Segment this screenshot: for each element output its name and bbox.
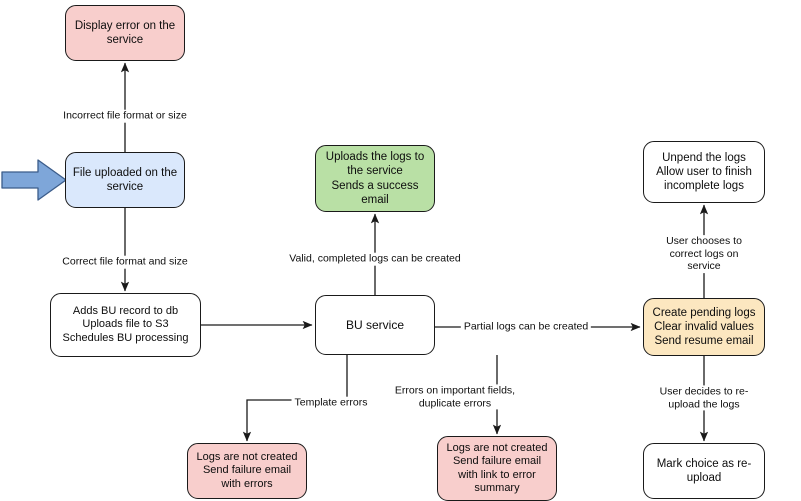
node-label: Unpend the logs Allow user to finish inc… <box>656 151 752 192</box>
edge-label-user-reupload: User decides to re-upload the logs <box>655 385 753 411</box>
node-label: Create pending logs Clear invalid values… <box>652 306 756 347</box>
input-block-arrow <box>1 159 67 201</box>
node-display-error[interactable]: Display error on the service <box>65 5 185 61</box>
node-label: Logs are not created Send failure email … <box>196 450 298 490</box>
node-logs-not-created-1[interactable]: Logs are not created Send failure email … <box>187 443 307 499</box>
node-uploads-logs[interactable]: Uploads the logs to the service Sends a … <box>315 145 435 212</box>
node-label: File uploaded on the service <box>72 166 178 193</box>
node-label: Uploads the logs to the service Sends a … <box>325 151 425 206</box>
node-logs-not-created-2[interactable]: Logs are not created Send failure email … <box>437 436 557 501</box>
edge-label-valid-completed-logs: Valid, completed logs can be created <box>286 252 464 266</box>
node-label: Adds BU record to db Uploads file to S3 … <box>62 304 189 344</box>
node-create-pending[interactable]: Create pending logs Clear invalid values… <box>643 298 765 356</box>
node-file-uploaded[interactable]: File uploaded on the service <box>65 152 185 208</box>
node-label: BU service <box>345 317 404 332</box>
edge-label-user-corrects-logs: User chooses to correct logs on service <box>655 235 753 273</box>
node-adds-bu-record[interactable]: Adds BU record to db Uploads file to S3 … <box>50 293 201 357</box>
edge-label-errors-important-fields: Errors on important fields, duplicate er… <box>391 384 519 410</box>
node-label: Mark choice as re- upload <box>656 457 752 484</box>
node-bu-service[interactable]: BU service <box>315 295 435 355</box>
edge-label-incorrect-format: Incorrect file format or size <box>60 109 190 123</box>
node-mark-reupload[interactable]: Mark choice as re- upload <box>643 443 765 499</box>
node-unpend-logs[interactable]: Unpend the logs Allow user to finish inc… <box>643 141 765 203</box>
node-label: Logs are not created Send failure email … <box>446 441 548 494</box>
edge-label-correct-format: Correct file format and size <box>59 255 191 269</box>
edge-label-partial-logs: Partial logs can be created <box>460 320 592 334</box>
edge-label-template-errors: Template errors <box>291 396 371 410</box>
node-label: Display error on the service <box>74 19 176 46</box>
